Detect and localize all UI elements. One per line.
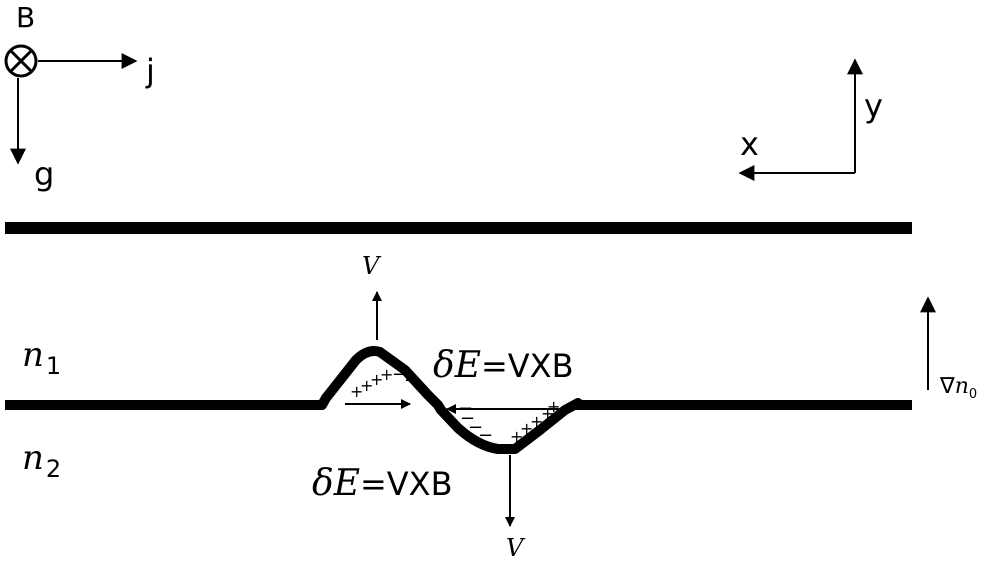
svg-text:+: + bbox=[520, 419, 533, 438]
svg-text:+: + bbox=[350, 382, 363, 401]
upper-field-label: δE=VXB bbox=[433, 345, 574, 386]
svg-text:+: + bbox=[380, 365, 393, 384]
svg-text:+: + bbox=[541, 404, 554, 423]
svg-text:+: + bbox=[360, 376, 373, 395]
y-axis-label: y bbox=[864, 87, 883, 125]
svg-text:+: + bbox=[547, 397, 560, 416]
svg-text:−: − bbox=[460, 408, 475, 429]
b-field-label: B bbox=[16, 1, 35, 34]
svg-text:+: + bbox=[370, 370, 383, 389]
svg-text:−: − bbox=[468, 417, 483, 438]
g-label: g bbox=[34, 155, 54, 193]
n1-region-label: n1 bbox=[22, 335, 61, 380]
x-axis-label: x bbox=[740, 125, 759, 163]
density-gradient-label: ∇n0 bbox=[939, 374, 977, 402]
svg-text:−: − bbox=[478, 425, 493, 446]
velocity-down-label: V bbox=[506, 534, 526, 562]
positive-charges-right: + + + + + bbox=[510, 397, 560, 446]
svg-text:−: − bbox=[458, 398, 473, 419]
n2-region-label: n2 bbox=[22, 438, 61, 483]
svg-text:−: − bbox=[404, 370, 419, 391]
positive-charges-left: + + + + bbox=[350, 365, 393, 401]
svg-text:−: − bbox=[392, 364, 407, 385]
svg-text:+: + bbox=[510, 427, 523, 446]
b-into-page-icon bbox=[4, 44, 38, 78]
negative-charges-left: − − − bbox=[392, 364, 429, 398]
perturbed-interface bbox=[5, 346, 912, 454]
negative-charges-right: − − − − bbox=[458, 398, 493, 446]
lower-field-label: δE=VXB bbox=[312, 463, 453, 504]
j-label: j bbox=[145, 52, 155, 90]
svg-text:+: + bbox=[530, 412, 543, 431]
svg-text:−: − bbox=[414, 377, 429, 398]
velocity-up-label: V bbox=[362, 252, 382, 280]
